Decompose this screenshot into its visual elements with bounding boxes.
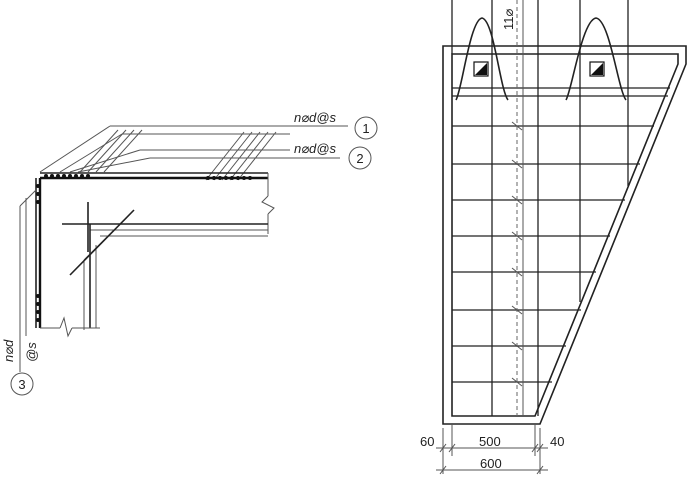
dim-total-width: 600 xyxy=(480,456,502,471)
center-bar-ticks xyxy=(511,121,523,387)
hairpin-marker-1 xyxy=(473,61,489,77)
marker-3: 3 xyxy=(18,377,25,392)
hairpin-marker-2 xyxy=(589,61,605,77)
dimension-lines xyxy=(436,424,548,475)
corner-section-detail: n⌀d@s 1 n⌀d@s 2 n⌀d @s 3 xyxy=(1,110,378,396)
marker-circle-1 xyxy=(354,116,378,140)
dim-left-offset: 60 xyxy=(420,434,434,449)
marker-circle-3 xyxy=(10,372,34,396)
hairpin-bar-1 xyxy=(455,17,509,101)
rebar-dots-wall xyxy=(36,184,40,322)
bar-count-label: 11⌀ xyxy=(501,9,516,30)
rebar-label-3-top: n⌀d xyxy=(1,339,16,362)
dim-right-offset: 40 xyxy=(550,434,564,449)
rebar-label-1: n⌀d@s xyxy=(294,110,336,125)
rebar-label-3-bottom: @s xyxy=(24,342,39,362)
marker-2: 2 xyxy=(356,151,363,166)
marker-1: 1 xyxy=(362,121,369,136)
hairpin-bar-2 xyxy=(565,17,627,101)
marker-circle-2 xyxy=(348,146,372,170)
rebar-label-2: n⌀d@s xyxy=(294,141,336,156)
rebar-dots-top xyxy=(44,174,252,180)
tapered-wall-elevation: 11⌀ 60 500 40 xyxy=(420,0,687,475)
dim-inner-width: 500 xyxy=(479,434,501,449)
